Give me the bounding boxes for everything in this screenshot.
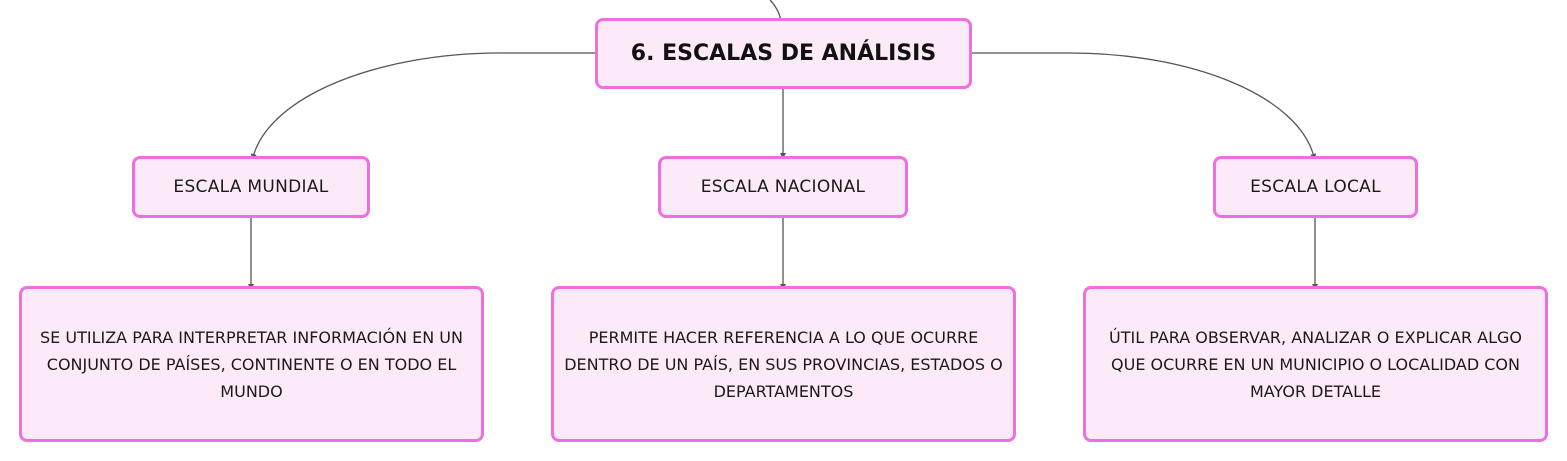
node-label: ESCALA MUNDIAL [173, 177, 329, 197]
description-escala-nacional[interactable]: PERMITE HACER REFERENCIA A LO QUE OCURRE… [551, 286, 1016, 442]
description-text: SE UTILIZA PARA INTERPRETAR INFORMACIÓN … [40, 327, 463, 401]
node-escala-local[interactable]: ESCALA LOCAL [1213, 156, 1418, 218]
node-escala-nacional[interactable]: ESCALA NACIONAL [658, 156, 908, 218]
description-escala-mundial[interactable]: SE UTILIZA PARA INTERPRETAR INFORMACIÓN … [19, 286, 484, 442]
root-node[interactable]: 6. ESCALAS DE ANÁLISIS [595, 18, 972, 89]
connector-parent-to-root [769, 0, 782, 21]
root-node-label: 6. ESCALAS DE ANÁLISIS [630, 41, 937, 66]
description-text: ÚTIL PARA OBSERVAR, ANALIZAR O EXPLICAR … [1108, 327, 1523, 401]
description-escala-local[interactable]: ÚTIL PARA OBSERVAR, ANALIZAR O EXPLICAR … [1083, 286, 1548, 442]
connector-root-to-mundial [250, 52, 595, 160]
node-label: ESCALA LOCAL [1250, 177, 1381, 197]
connector-root-to-local [972, 52, 1317, 160]
description-text: PERMITE HACER REFERENCIA A LO QUE OCURRE… [564, 327, 1003, 401]
node-label: ESCALA NACIONAL [700, 177, 866, 197]
node-escala-mundial[interactable]: ESCALA MUNDIAL [132, 156, 370, 218]
